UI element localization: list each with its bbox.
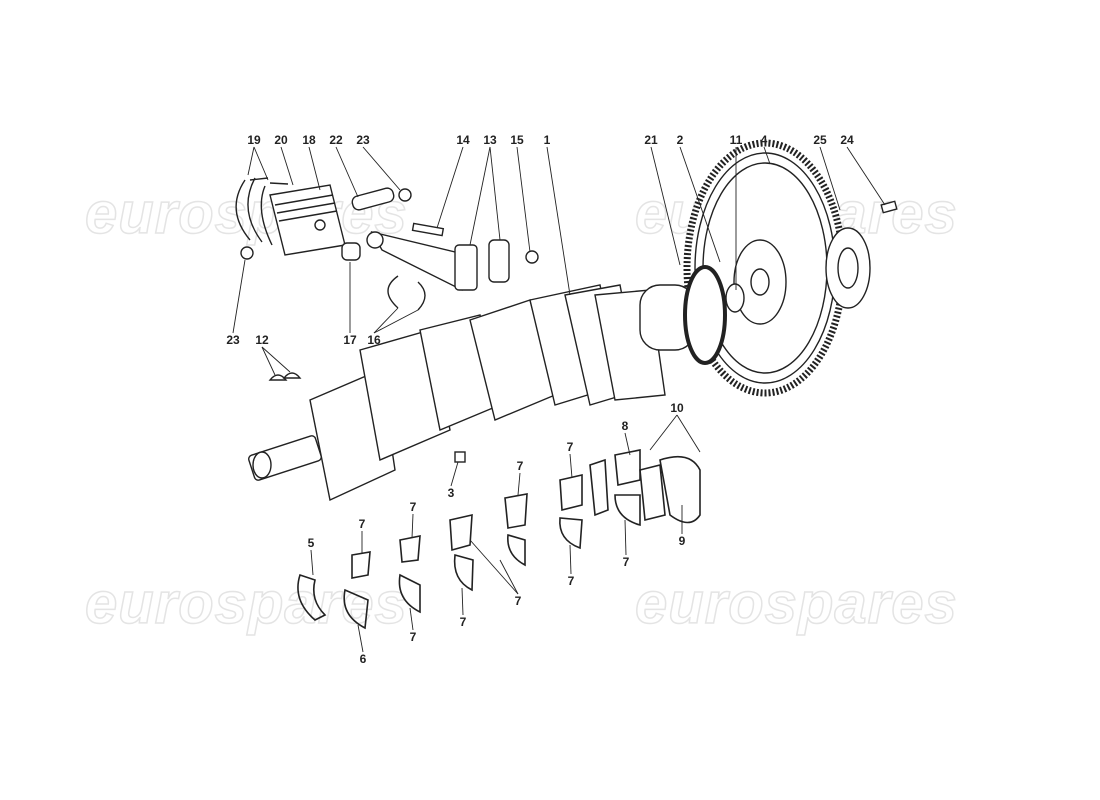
callout-label: 7 <box>567 574 575 588</box>
main-bearing-shells <box>297 449 701 630</box>
callout-label: 20 <box>274 133 288 147</box>
callout-label: 1 <box>543 133 551 147</box>
flywheel-bolt <box>880 200 898 214</box>
callout-label: 23 <box>226 333 240 347</box>
crankshaft <box>248 265 745 502</box>
callout-label: 10 <box>670 401 684 415</box>
callout-label: 9 <box>678 534 686 548</box>
callout-label: 18 <box>302 133 316 147</box>
plug <box>454 451 466 463</box>
small-end-bush <box>341 242 361 261</box>
callout-label: 7 <box>409 630 417 644</box>
rod-bolt <box>411 222 445 237</box>
callout-label: 13 <box>483 133 497 147</box>
watermark-logo: eurospares <box>84 570 408 637</box>
nut <box>525 250 539 264</box>
callout-label: 22 <box>329 133 343 147</box>
callout-label: 7 <box>459 615 467 629</box>
callout-label: 25 <box>813 133 827 147</box>
callout-label: 19 <box>247 133 261 147</box>
callout-label: 6 <box>359 652 367 666</box>
rod-cap <box>488 239 510 283</box>
callout-label: 7 <box>566 440 574 454</box>
callout-label: 17 <box>343 333 357 347</box>
callout-label: 7 <box>514 594 522 608</box>
callout-label: 24 <box>840 133 854 147</box>
callout-label: 2 <box>676 133 684 147</box>
watermark-logo: eurospares <box>634 570 958 637</box>
callout-label: 16 <box>367 333 381 347</box>
callout-label: 11 <box>729 133 743 147</box>
callout-label: 12 <box>255 333 269 347</box>
circlip <box>240 246 254 260</box>
callout-label: 3 <box>447 486 455 500</box>
callout-label: 8 <box>621 419 629 433</box>
callout-label: 7 <box>622 555 630 569</box>
callout-label: 4 <box>760 133 768 147</box>
piston <box>269 184 346 256</box>
callout-label: 21 <box>644 133 658 147</box>
callout-label: 14 <box>456 133 470 147</box>
callout-label: 7 <box>409 500 417 514</box>
callout-label: 15 <box>510 133 524 147</box>
gudgeon-pin <box>351 187 395 211</box>
callout-label: 7 <box>358 517 366 531</box>
connecting-rod <box>366 230 478 291</box>
rod-bearing-shells <box>387 275 426 311</box>
callout-label: 5 <box>307 536 315 550</box>
callout-label: 7 <box>516 459 524 473</box>
piston-rings <box>235 177 289 246</box>
callout-label: 23 <box>356 133 370 147</box>
leader-lines <box>232 146 886 653</box>
woodruff-keys <box>268 372 302 381</box>
flywheel-washer <box>825 227 871 309</box>
circlip <box>398 188 412 202</box>
